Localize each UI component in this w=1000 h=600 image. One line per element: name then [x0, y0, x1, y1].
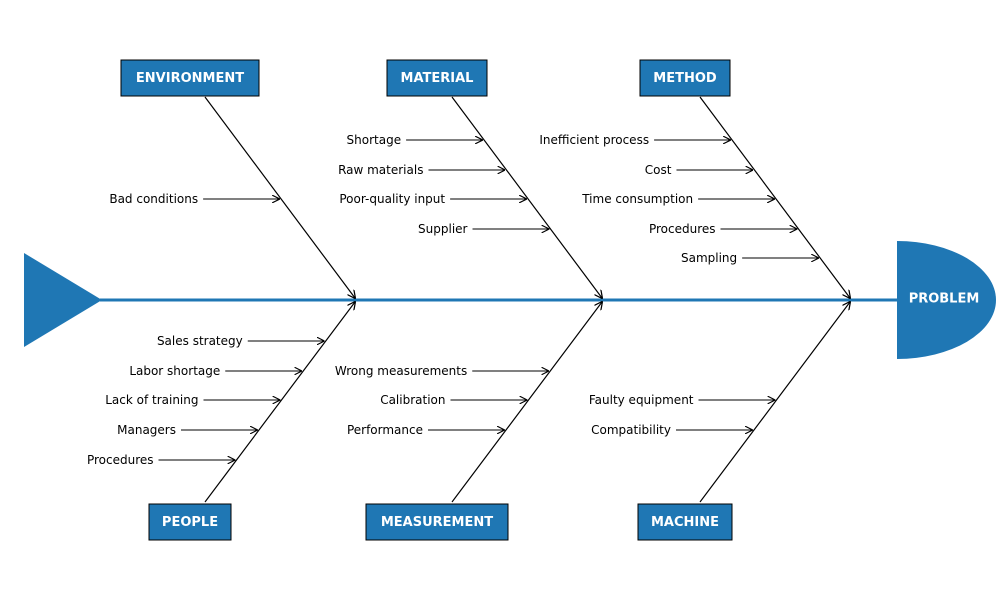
- category-box: [637, 503, 733, 541]
- category-box: [639, 59, 731, 97]
- cause-label: Raw materials: [338, 163, 423, 177]
- cause-label: Labor shortage: [129, 364, 220, 378]
- problem-label: PROBLEM: [909, 292, 980, 307]
- cause-label: Compatibility: [591, 423, 671, 437]
- bone-line: [451, 96, 602, 298]
- cause-label: Procedures: [649, 222, 716, 236]
- bone-line: [699, 96, 850, 298]
- category-environment: ENVIRONMENT Bad conditions: [109, 59, 355, 298]
- cause-label: Performance: [347, 423, 423, 437]
- category-label: MACHINE: [651, 515, 719, 530]
- category-label: MATERIAL: [401, 71, 474, 86]
- cause-label: Cost: [645, 163, 672, 177]
- category-box: [120, 59, 260, 97]
- cause-label: Procedures: [87, 453, 154, 467]
- bone-line: [699, 302, 850, 503]
- category-box: [386, 59, 488, 97]
- category-label: METHOD: [653, 71, 717, 86]
- bone-line: [204, 302, 355, 503]
- fish-tail: [24, 253, 102, 347]
- cause-label: Wrong measurements: [335, 364, 467, 378]
- category-label: PEOPLE: [162, 515, 218, 530]
- category-box: [148, 503, 232, 541]
- category-label: ENVIRONMENT: [136, 71, 244, 86]
- category-measurement: MEASUREMENT Wrong measurementsCalibration…: [335, 302, 602, 541]
- category-label: MEASUREMENT: [381, 515, 493, 530]
- bone-line: [204, 96, 355, 298]
- cause-label: Faulty equipment: [589, 393, 694, 407]
- category-box: [365, 503, 509, 541]
- cause-label: Managers: [117, 423, 176, 437]
- cause-label: Lack of training: [105, 393, 198, 407]
- cause-label: Inefficient process: [539, 133, 649, 147]
- bone-line: [451, 302, 602, 503]
- cause-label: Poor-quality input: [339, 192, 445, 206]
- cause-label: Time consumption: [581, 192, 693, 206]
- cause-label: Supplier: [418, 222, 468, 236]
- cause-label: Sales strategy: [157, 334, 243, 348]
- cause-label: Bad conditions: [109, 192, 198, 206]
- fish-head: [897, 241, 996, 359]
- cause-label: Calibration: [380, 393, 445, 407]
- cause-label: Shortage: [347, 133, 402, 147]
- cause-label: Sampling: [681, 251, 737, 265]
